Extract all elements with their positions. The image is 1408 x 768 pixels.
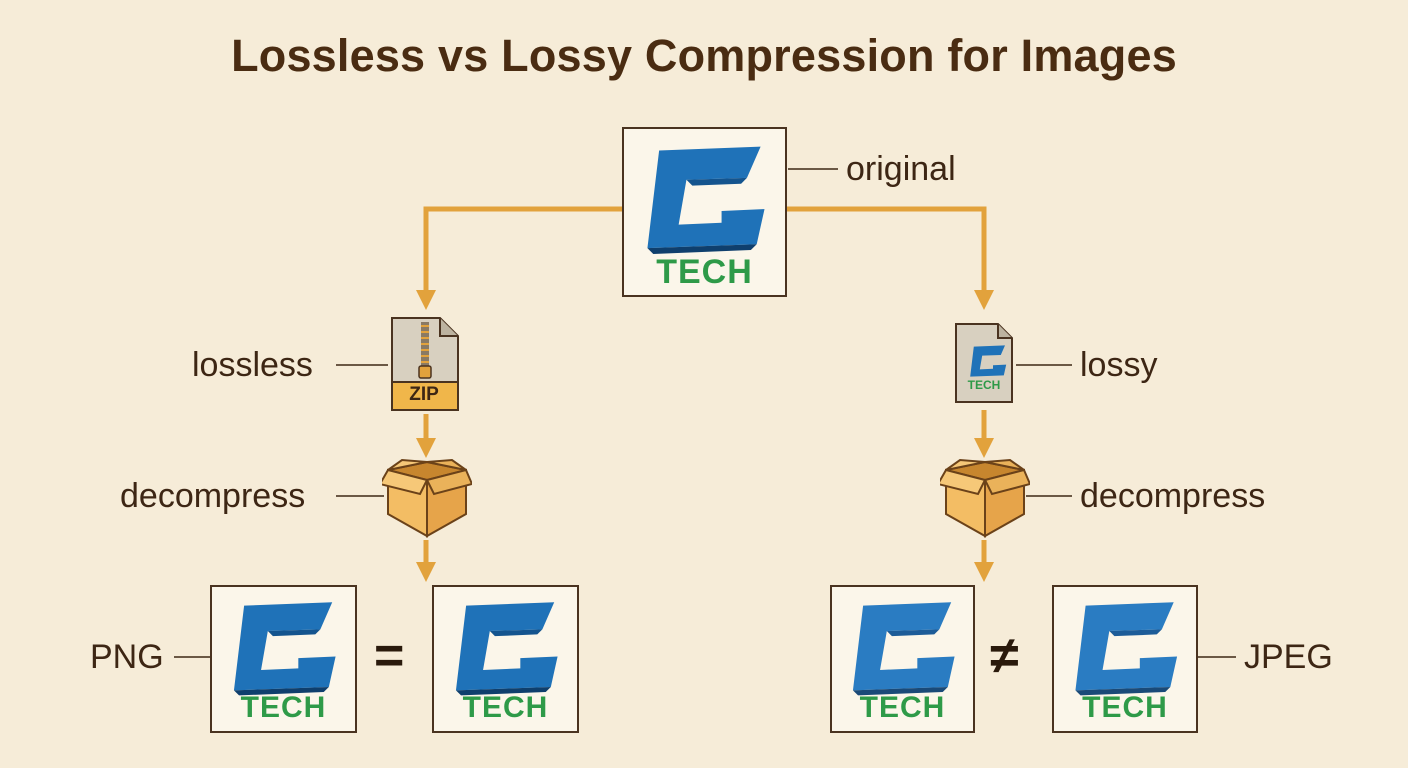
label-decompress-left: decompress (120, 477, 306, 515)
png-decompressed-frame: TECH (210, 585, 357, 733)
diagram-title: Lossless vs Lossy Compression for Images (231, 30, 1177, 81)
g-tech-logo-icon (233, 602, 336, 696)
png-original-frame: TECH (432, 585, 579, 733)
label-lossless: lossless (192, 346, 313, 384)
label-lossy: lossy (1080, 346, 1158, 384)
label-png: PNG (90, 638, 164, 676)
zip-file-icon: ZIP (390, 316, 460, 412)
zip-label: ZIP (409, 384, 439, 405)
image-file-icon: TECH (954, 322, 1014, 404)
g-tech-logo-icon (647, 146, 765, 254)
logo-tech-text: TECH (656, 253, 753, 291)
original-image-frame: TECH (622, 127, 787, 297)
logo-tech-text: TECH (462, 691, 549, 724)
logo-tech-text: TECH (1082, 691, 1168, 724)
jpeg-original-frame: TECH (1052, 585, 1198, 733)
g-tech-logo-icon (852, 602, 955, 696)
logo-tech-text: TECH (240, 691, 327, 724)
label-decompress-right: decompress (1080, 477, 1266, 515)
g-tech-logo-icon (455, 602, 558, 696)
arrow-to-lossless (416, 206, 622, 310)
open-box-icon-left (382, 458, 472, 538)
logo-tech-text-small: TECH (967, 378, 1001, 392)
arrow-to-lossy (786, 206, 994, 310)
label-jpeg: JPEG (1244, 638, 1333, 676)
jpeg-decompressed-frame: TECH (830, 585, 975, 733)
equal-symbol: = (374, 627, 405, 685)
logo-tech-text: TECH (859, 691, 946, 724)
label-original: original (846, 150, 956, 188)
open-box-icon-right (940, 458, 1030, 538)
not-equal-symbol: ≠ (990, 627, 1019, 685)
g-tech-logo-icon (1075, 602, 1178, 696)
